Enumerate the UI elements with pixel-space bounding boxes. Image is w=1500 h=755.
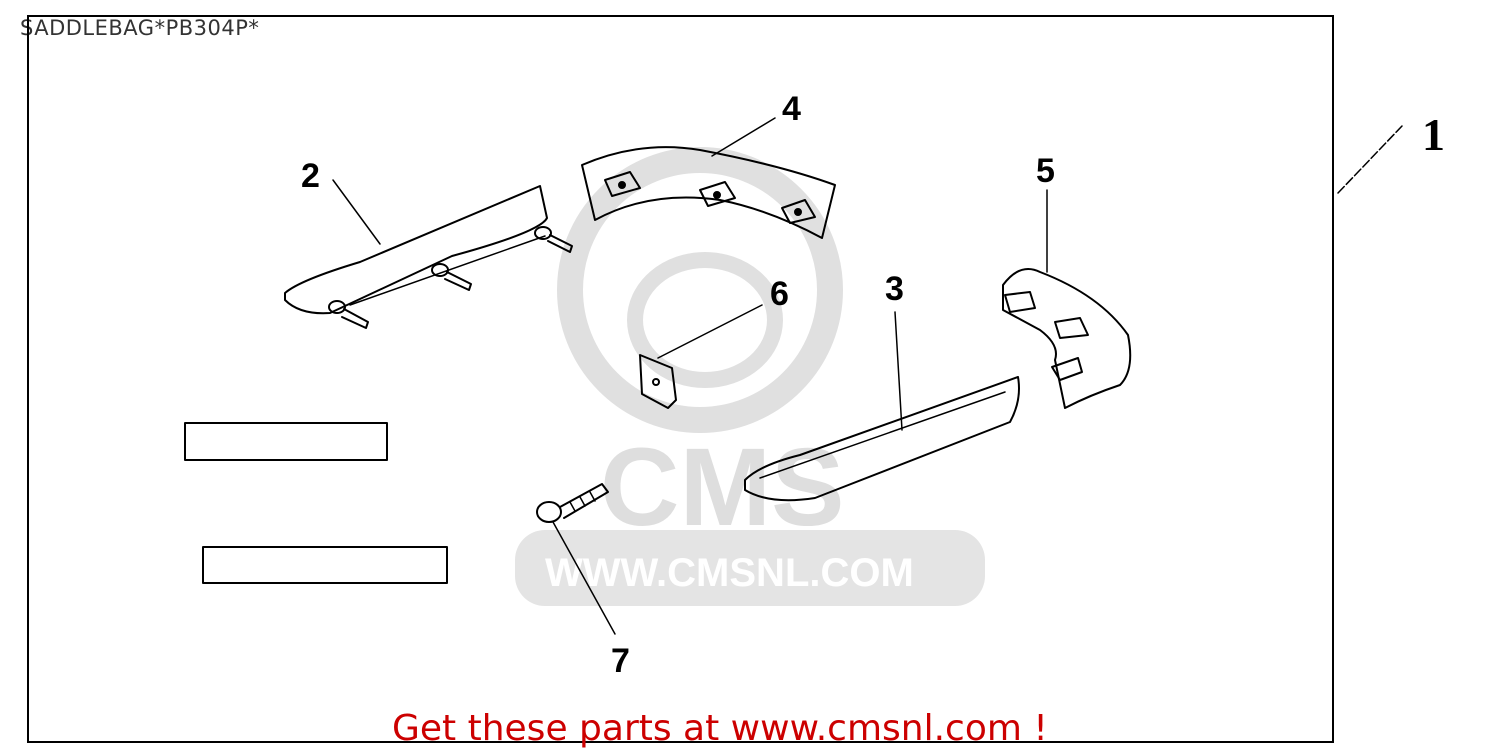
footer-link-text[interactable]: Get these parts at www.cmsnl.com !	[392, 708, 1048, 749]
adhesive-tape-strip	[184, 422, 388, 461]
callout-4: 4	[782, 90, 801, 128]
part-3-lower-strip	[744, 376, 1020, 502]
callout-5: 5	[1036, 152, 1055, 190]
watermark-url-text: WWW.CMSNL.COM	[545, 551, 914, 595]
part-5-side-trim	[1002, 268, 1132, 409]
part-6-clip	[639, 354, 677, 409]
watermark: CMS WWW.CMSNL.COM	[515, 147, 985, 606]
part-2-trim-strip	[284, 185, 573, 329]
leader-lines	[332, 117, 1403, 635]
callout-numbers: 1 2 3 4 5 6 7	[301, 90, 1445, 680]
bolt-icon	[534, 226, 573, 253]
diagram-title: SADDLEBAG*PB304P*	[20, 16, 260, 40]
callout-2: 2	[301, 157, 320, 195]
watermark-mascot-face	[627, 252, 783, 388]
bolt-icon	[431, 263, 472, 291]
callout-6: 6	[770, 275, 789, 313]
callout-1: 1	[1422, 109, 1445, 160]
part-7-screw	[536, 483, 609, 523]
watermark-mascot-head	[557, 147, 843, 433]
callout-3: 3	[885, 270, 904, 308]
watermark-logo-text: CMS	[600, 426, 844, 549]
callout-7: 7	[611, 642, 630, 680]
part-4-upper-trim	[581, 146, 836, 239]
diagram-frame	[27, 15, 1334, 743]
adhesive-tape-strip	[202, 546, 448, 584]
bolt-icon	[328, 300, 369, 329]
watermark-url-band	[515, 530, 985, 606]
